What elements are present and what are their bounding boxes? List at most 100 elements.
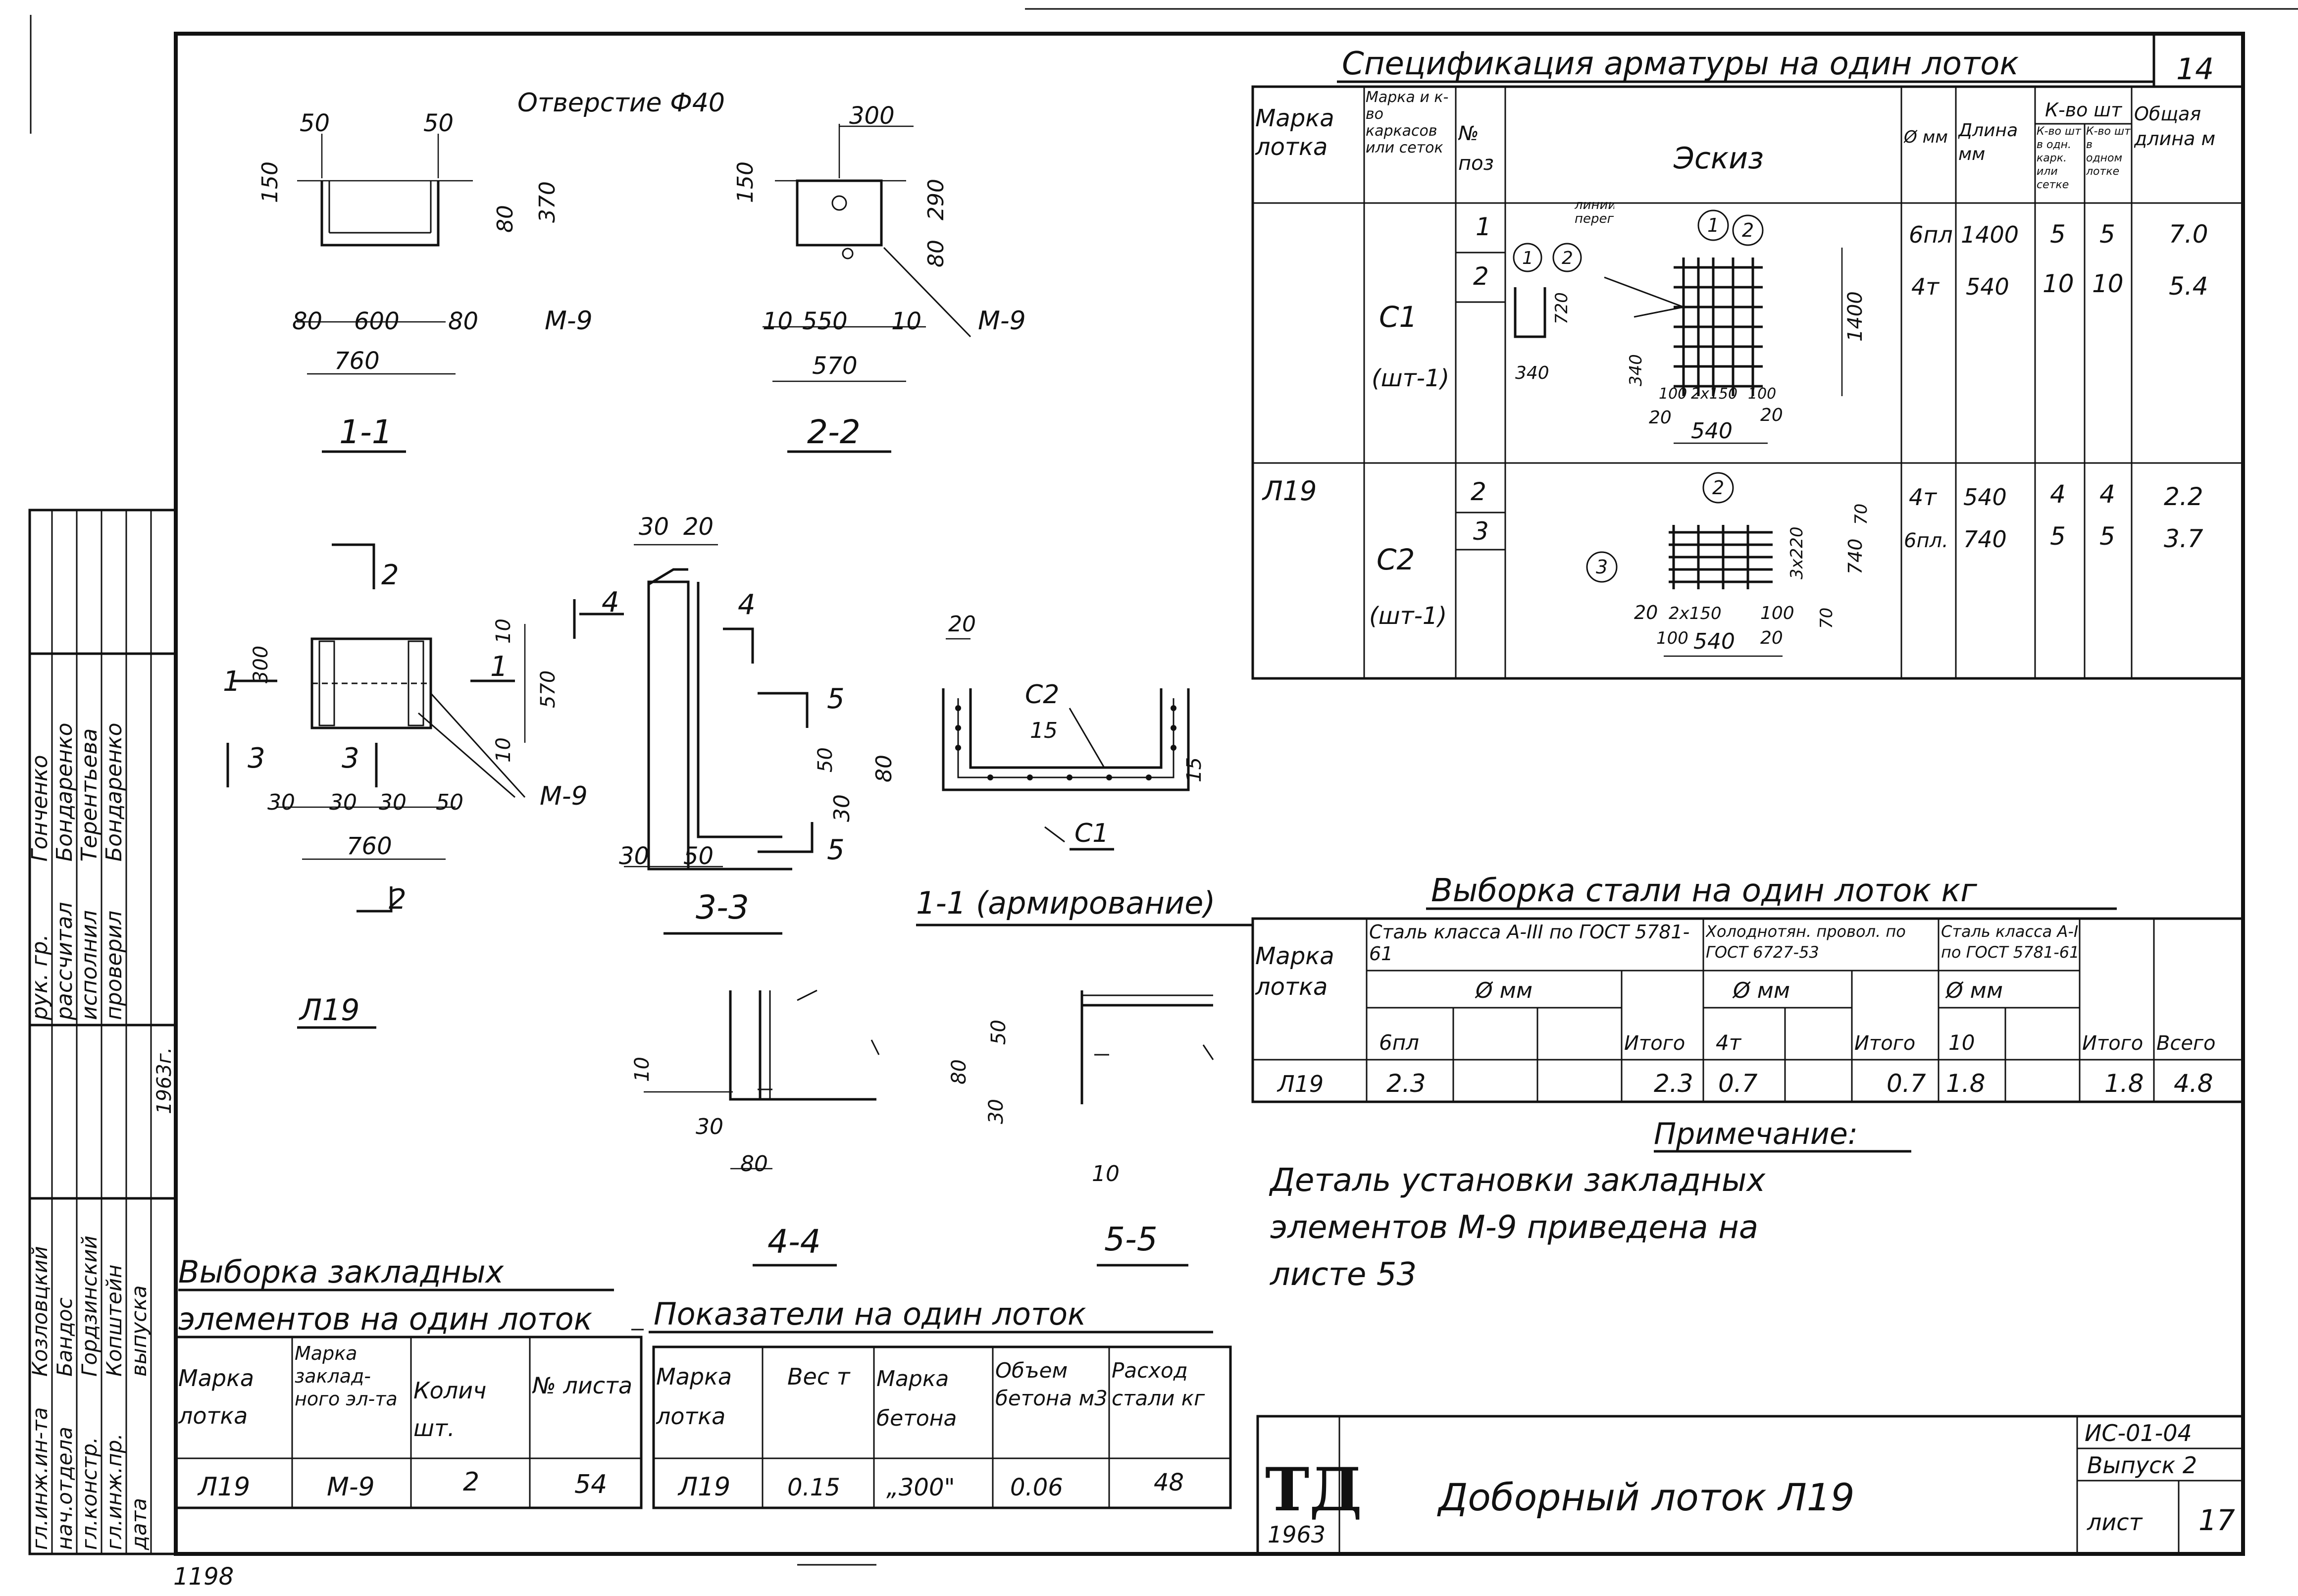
spec-pos-3: 2 xyxy=(1471,477,1486,506)
svg-text:4: 4 xyxy=(738,589,756,621)
sk2-h: 100 xyxy=(1656,628,1688,648)
dim-1-1-f: 80 xyxy=(292,308,322,335)
sk2-i: 540 xyxy=(1693,629,1735,654)
section-3-3: 30 20 4 5 5 30 50 3-3 xyxy=(619,513,845,935)
left-title-block: рук. гр. рассчитал исполнил проверил Гон… xyxy=(27,509,177,1555)
role-ruk-gr: рук. гр. xyxy=(27,934,52,1021)
svg-text:1: 1 xyxy=(490,651,508,683)
ind-h4: Объем бетона м3 xyxy=(995,1358,1108,1410)
dim-2-2-e: 10 xyxy=(763,308,793,335)
section-2-2: 300 150 290 80 10 550 10 570 М-9 2-2 xyxy=(733,102,1026,453)
spec-n1-1: 5 xyxy=(2050,220,2066,249)
steel-r4: 0.7 xyxy=(1887,1069,1926,1098)
title-stamp: ТД 1963 Доборный лоток Л19 ИС-01-04 Выпу… xyxy=(1256,1415,2245,1555)
dim-3-3-a: 30 xyxy=(639,513,669,541)
dim-2-2-g: 10 xyxy=(891,308,921,335)
stamp-year: 1963 xyxy=(1268,1521,1326,1548)
svg-text:1: 1 xyxy=(223,666,241,698)
stamp-issue: Выпуск 2 xyxy=(2087,1452,2197,1479)
steel-r3: 0.7 xyxy=(1718,1069,1758,1098)
spec-len-3: 540 xyxy=(1963,484,2007,511)
role-b1: гл.инж.ин-та xyxy=(28,1407,52,1550)
embeds-h2: Марка заклад-ного эл-та xyxy=(295,1342,398,1410)
steel-sub3: 10 xyxy=(1948,1030,1975,1055)
spec-total-4: 3.7 xyxy=(2164,524,2203,553)
svg-text:2: 2 xyxy=(1742,219,1754,241)
sk2-b: 740 xyxy=(1844,538,1866,574)
spec-dia-3: 4т xyxy=(1909,484,1937,511)
steel-sub1: 6пл xyxy=(1379,1030,1419,1055)
steel-g3: Сталь класса А-I по ГОСТ 5781-61 xyxy=(1941,922,2080,962)
dim-5-5-b: 50 xyxy=(987,1020,1010,1045)
name-1: Гонченко xyxy=(27,755,52,862)
spec-h-n2: К-во шт в одном лотке xyxy=(2086,125,2131,178)
sk2-g: 100 xyxy=(1760,603,1794,623)
section-reinforcement: 20 С2 15 50 80 30 15 С1 1-1 (армирование… xyxy=(814,612,1253,927)
spec-lotok: Л19 xyxy=(1262,475,1317,507)
sk2-j: 20 xyxy=(1760,628,1783,648)
spec-h-sketch: Эскиз xyxy=(1673,141,1764,176)
steel-table: Выборка стали на один лоток кг Сталь кла… xyxy=(1251,873,2245,1103)
spec-total-1: 7.0 xyxy=(2169,220,2208,249)
sk2-c: 70 xyxy=(1851,504,1871,525)
spec-cage-c2: С2 xyxy=(1377,543,1415,576)
sk1-c: 340 xyxy=(1626,354,1646,386)
stamp-sheet-label: лист xyxy=(2087,1509,2143,1536)
spec-dia-4: 6пл. xyxy=(1904,529,1948,552)
steel-itogo1: Итого xyxy=(1624,1032,1685,1055)
spec-h-cage: Марка и к-во каркасов или сеток xyxy=(1366,89,1449,156)
steel-r2: 2.3 xyxy=(1654,1069,1693,1098)
doc-number: 1198 xyxy=(173,1563,234,1591)
spec-n2-1: 5 xyxy=(2099,220,2115,249)
dim-1-1-g: 600 xyxy=(354,308,400,335)
spec-total-2: 5.4 xyxy=(2169,272,2208,301)
role-b3: гл.констр. xyxy=(77,1437,102,1550)
dim-2-2-f: 550 xyxy=(802,308,848,335)
role-proveril: проверил xyxy=(102,911,127,1020)
name-b5: выпуска xyxy=(127,1286,151,1377)
reinf-label: 1-1 (армирование) xyxy=(916,885,1216,921)
role-b4: гл.инж.пр. xyxy=(102,1433,126,1550)
dim-3-3-d: 50 xyxy=(683,842,714,870)
dim-4-4-a: 10 xyxy=(631,1057,654,1082)
dim-5-5-c: 30 xyxy=(985,1099,1008,1124)
dim-reinf-b: 15 xyxy=(1030,718,1058,743)
steel-title: Выборка стали на один лоток кг xyxy=(1431,873,1977,909)
hole-label: Отверстие Ф40 xyxy=(517,88,725,118)
dim-plan-e: 30 xyxy=(267,790,295,815)
sk1-note: линии перегиба xyxy=(1575,198,1614,226)
spec-count-c2: (шт-1) xyxy=(1369,602,1447,630)
dim-2-2-b: 150 xyxy=(733,161,758,203)
stamp-series: ИС-01-04 xyxy=(2085,1420,2192,1446)
spec-pos-4: 3 xyxy=(1473,517,1489,546)
cage-c1-label: С1 xyxy=(1074,819,1109,848)
stamp-title: Доборный лоток Л19 xyxy=(1437,1475,1855,1519)
role-b2: нач.отдела xyxy=(52,1427,77,1550)
section-3-3-label: 3-3 xyxy=(696,888,749,927)
section-4-4: 10 30 80 4-4 xyxy=(631,989,880,1267)
spec-n1-2: 10 xyxy=(2043,269,2074,298)
dim-reinf-f: 15 xyxy=(1183,757,1206,782)
svg-text:5: 5 xyxy=(827,834,845,866)
spec-dia-2: 4т xyxy=(1911,273,1940,300)
plan-label: Л19 xyxy=(299,993,359,1028)
dim-plan-h: 50 xyxy=(436,790,463,815)
dim-2-2-c: 290 xyxy=(923,179,949,220)
sk1-e: 100 xyxy=(1659,385,1687,403)
steel-sub2: 4т xyxy=(1716,1030,1742,1055)
ind-h1: Марка лотка xyxy=(656,1363,732,1430)
dim-5-5-a: 80 xyxy=(948,1059,970,1084)
cage-c2-label: С2 xyxy=(1025,680,1059,710)
dim-reinf-a: 20 xyxy=(948,612,976,637)
embeds-h1: Марка лотка xyxy=(178,1365,255,1429)
dim-1-1-a: 50 xyxy=(300,109,330,137)
name-4: Бондаренко xyxy=(102,722,127,862)
ind-r2: „300" xyxy=(886,1474,955,1501)
spec-title: Спецификация арматуры на один лоток xyxy=(1342,46,2019,82)
spec-n2-3: 4 xyxy=(2099,480,2115,509)
plan-view: 2 1 1 300 10 570 10 4 3 3 30 30 30 50 76… xyxy=(223,543,624,1029)
spec-count-c1: (шт-1) xyxy=(1372,364,1449,392)
dim-plan-f: 30 xyxy=(329,790,357,815)
sk1-f: 2x150 xyxy=(1691,385,1737,403)
